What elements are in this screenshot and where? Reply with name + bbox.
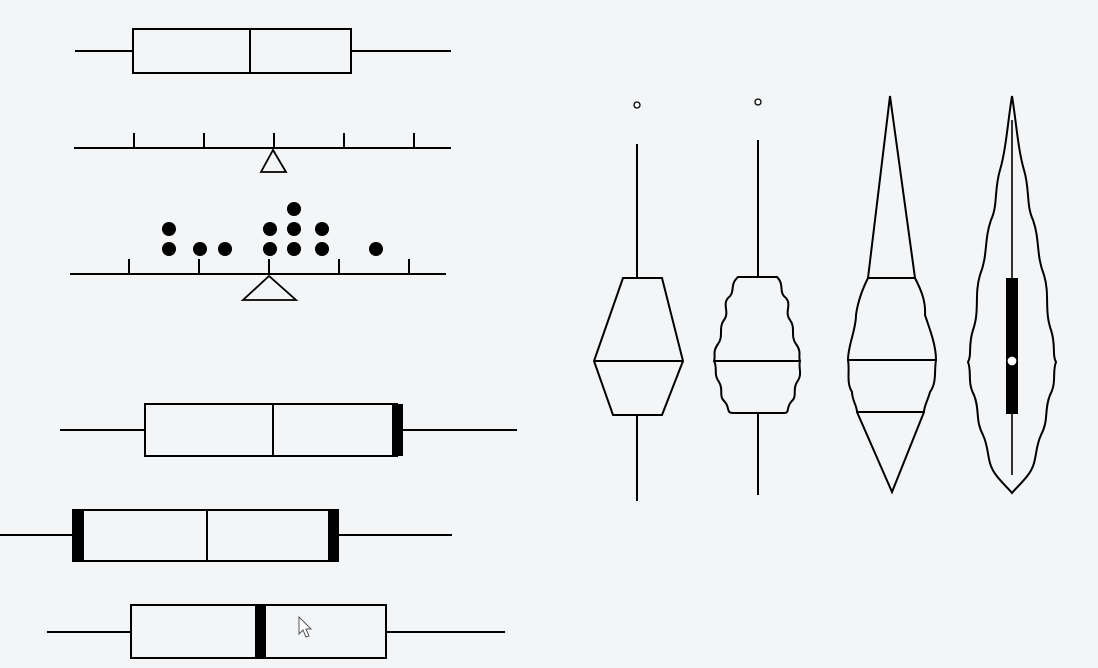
thick-quartile-edge [392, 404, 403, 456]
dot-group [162, 202, 383, 256]
dot-icon [287, 242, 301, 256]
balance-triangle-icon [240, 274, 299, 301]
outlier-point [754, 98, 762, 106]
violin-plot [966, 95, 1058, 495]
box [144, 403, 398, 457]
iqr-bar [1006, 278, 1018, 414]
box-plot-simple [75, 28, 451, 74]
dot-icon [287, 222, 301, 236]
vase-plot [712, 98, 802, 495]
box-plot-thick-right [60, 403, 517, 457]
dot-icon [369, 242, 383, 256]
notched-box-plot [592, 101, 685, 501]
dot-icon [162, 242, 176, 256]
balance-axis [74, 133, 451, 173]
vase-outline [712, 276, 802, 414]
thick-quartile-edge [328, 510, 339, 562]
box-plot-thick-both [0, 509, 452, 562]
bean-plot [846, 95, 938, 495]
median-dot [1006, 355, 1018, 367]
box-plot-thick-median [47, 604, 505, 659]
dot-icon [315, 242, 329, 256]
dot-icon [162, 222, 176, 236]
dot-icon [287, 202, 301, 216]
violin-outline [966, 95, 1058, 495]
dot-icon [263, 242, 277, 256]
bean-outline [846, 95, 938, 495]
box [72, 509, 339, 562]
cursor-icon [298, 615, 313, 638]
balance-triangle-icon [259, 148, 288, 173]
dot-icon [218, 242, 232, 256]
thick-median-line [255, 605, 266, 659]
dot-icon [315, 222, 329, 236]
box [132, 28, 352, 74]
dot-plot [70, 202, 446, 301]
dot-icon [193, 242, 207, 256]
notched-box [592, 277, 685, 416]
dot-icon [263, 222, 277, 236]
thick-quartile-edge [73, 510, 84, 562]
outlier-point [633, 101, 641, 109]
